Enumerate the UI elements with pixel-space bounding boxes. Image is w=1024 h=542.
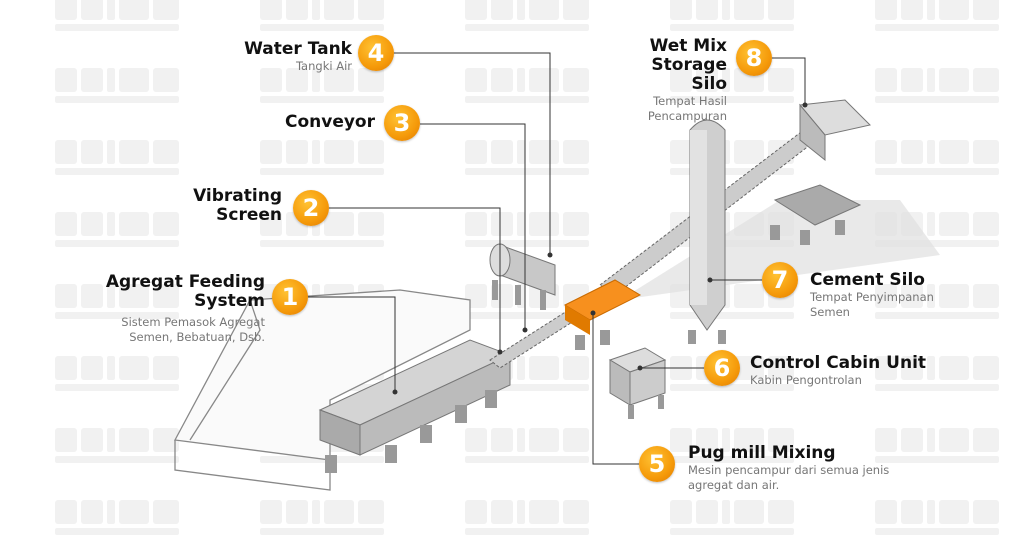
cement-silo [688, 119, 726, 344]
label-cement-silo: Cement Silo Tempat Penyimpanan Semen [810, 271, 970, 320]
label-vibrating-screen: Vibrating Screen [162, 187, 282, 225]
leader-dots [392, 102, 808, 395]
component-subtitle: Sistem Pemasok Agregat Semen, Bebatuan, … [121, 315, 265, 344]
wet-mix-storage-silo [770, 99, 871, 245]
badge-1: 1 [272, 279, 308, 315]
component-subtitle: Tangki Air [295, 59, 352, 73]
component-title: Vibrating Screen [193, 186, 282, 225]
leader-line-2 [329, 207, 501, 352]
leader-line-4 [394, 52, 551, 255]
component-subtitle: Tempat Penyimpanan Semen [810, 290, 934, 319]
leader-lines [308, 52, 806, 465]
leader-line-5 [592, 313, 639, 465]
component-title: Agregat Feeding System [105, 272, 265, 311]
component-title: Control Cabin Unit [750, 353, 927, 373]
badge-7: 7 [762, 262, 798, 298]
leader-line-8 [772, 57, 806, 105]
component-title: Water Tank [244, 39, 352, 59]
component-title: Wet Mix Storage Silo [649, 36, 727, 94]
component-subtitle: Mesin pencampur dari semua jenis agregat… [688, 463, 890, 492]
badge-5: 5 [639, 446, 675, 482]
component-subtitle: Tempat Hasil Pencampuran [647, 94, 727, 123]
badge-4: 4 [358, 35, 394, 71]
label-agregat-feeding: Agregat Feeding System Sistem Pemasok Ag… [75, 273, 265, 345]
badge-2: 2 [293, 190, 329, 226]
component-title: Conveyor [284, 112, 375, 132]
component-title: Cement Silo [810, 270, 925, 290]
component-title: Pug mill Mixing [688, 443, 836, 463]
badge-8: 8 [736, 40, 772, 76]
label-water-tank: Water Tank Tangki Air [244, 40, 352, 74]
label-control-cabin: Control Cabin Unit Kabin Pengontrolan [750, 354, 926, 388]
control-cabin [608, 347, 667, 419]
leader-line-1 [308, 296, 396, 392]
label-wet-mix-silo: Wet Mix Storage Silo Tempat Hasil Pencam… [617, 37, 727, 124]
leader-line-3 [420, 123, 526, 330]
label-conveyor: Conveyor [285, 113, 375, 132]
label-pugmill: Pug mill Mixing Mesin pencampur dari sem… [688, 444, 898, 493]
pugmill-mixer [563, 279, 642, 350]
badge-3: 3 [384, 105, 420, 141]
aggregate-hoppers [318, 339, 512, 473]
component-subtitle: Kabin Pengontrolan [750, 373, 862, 387]
badge-6: 6 [704, 350, 740, 386]
